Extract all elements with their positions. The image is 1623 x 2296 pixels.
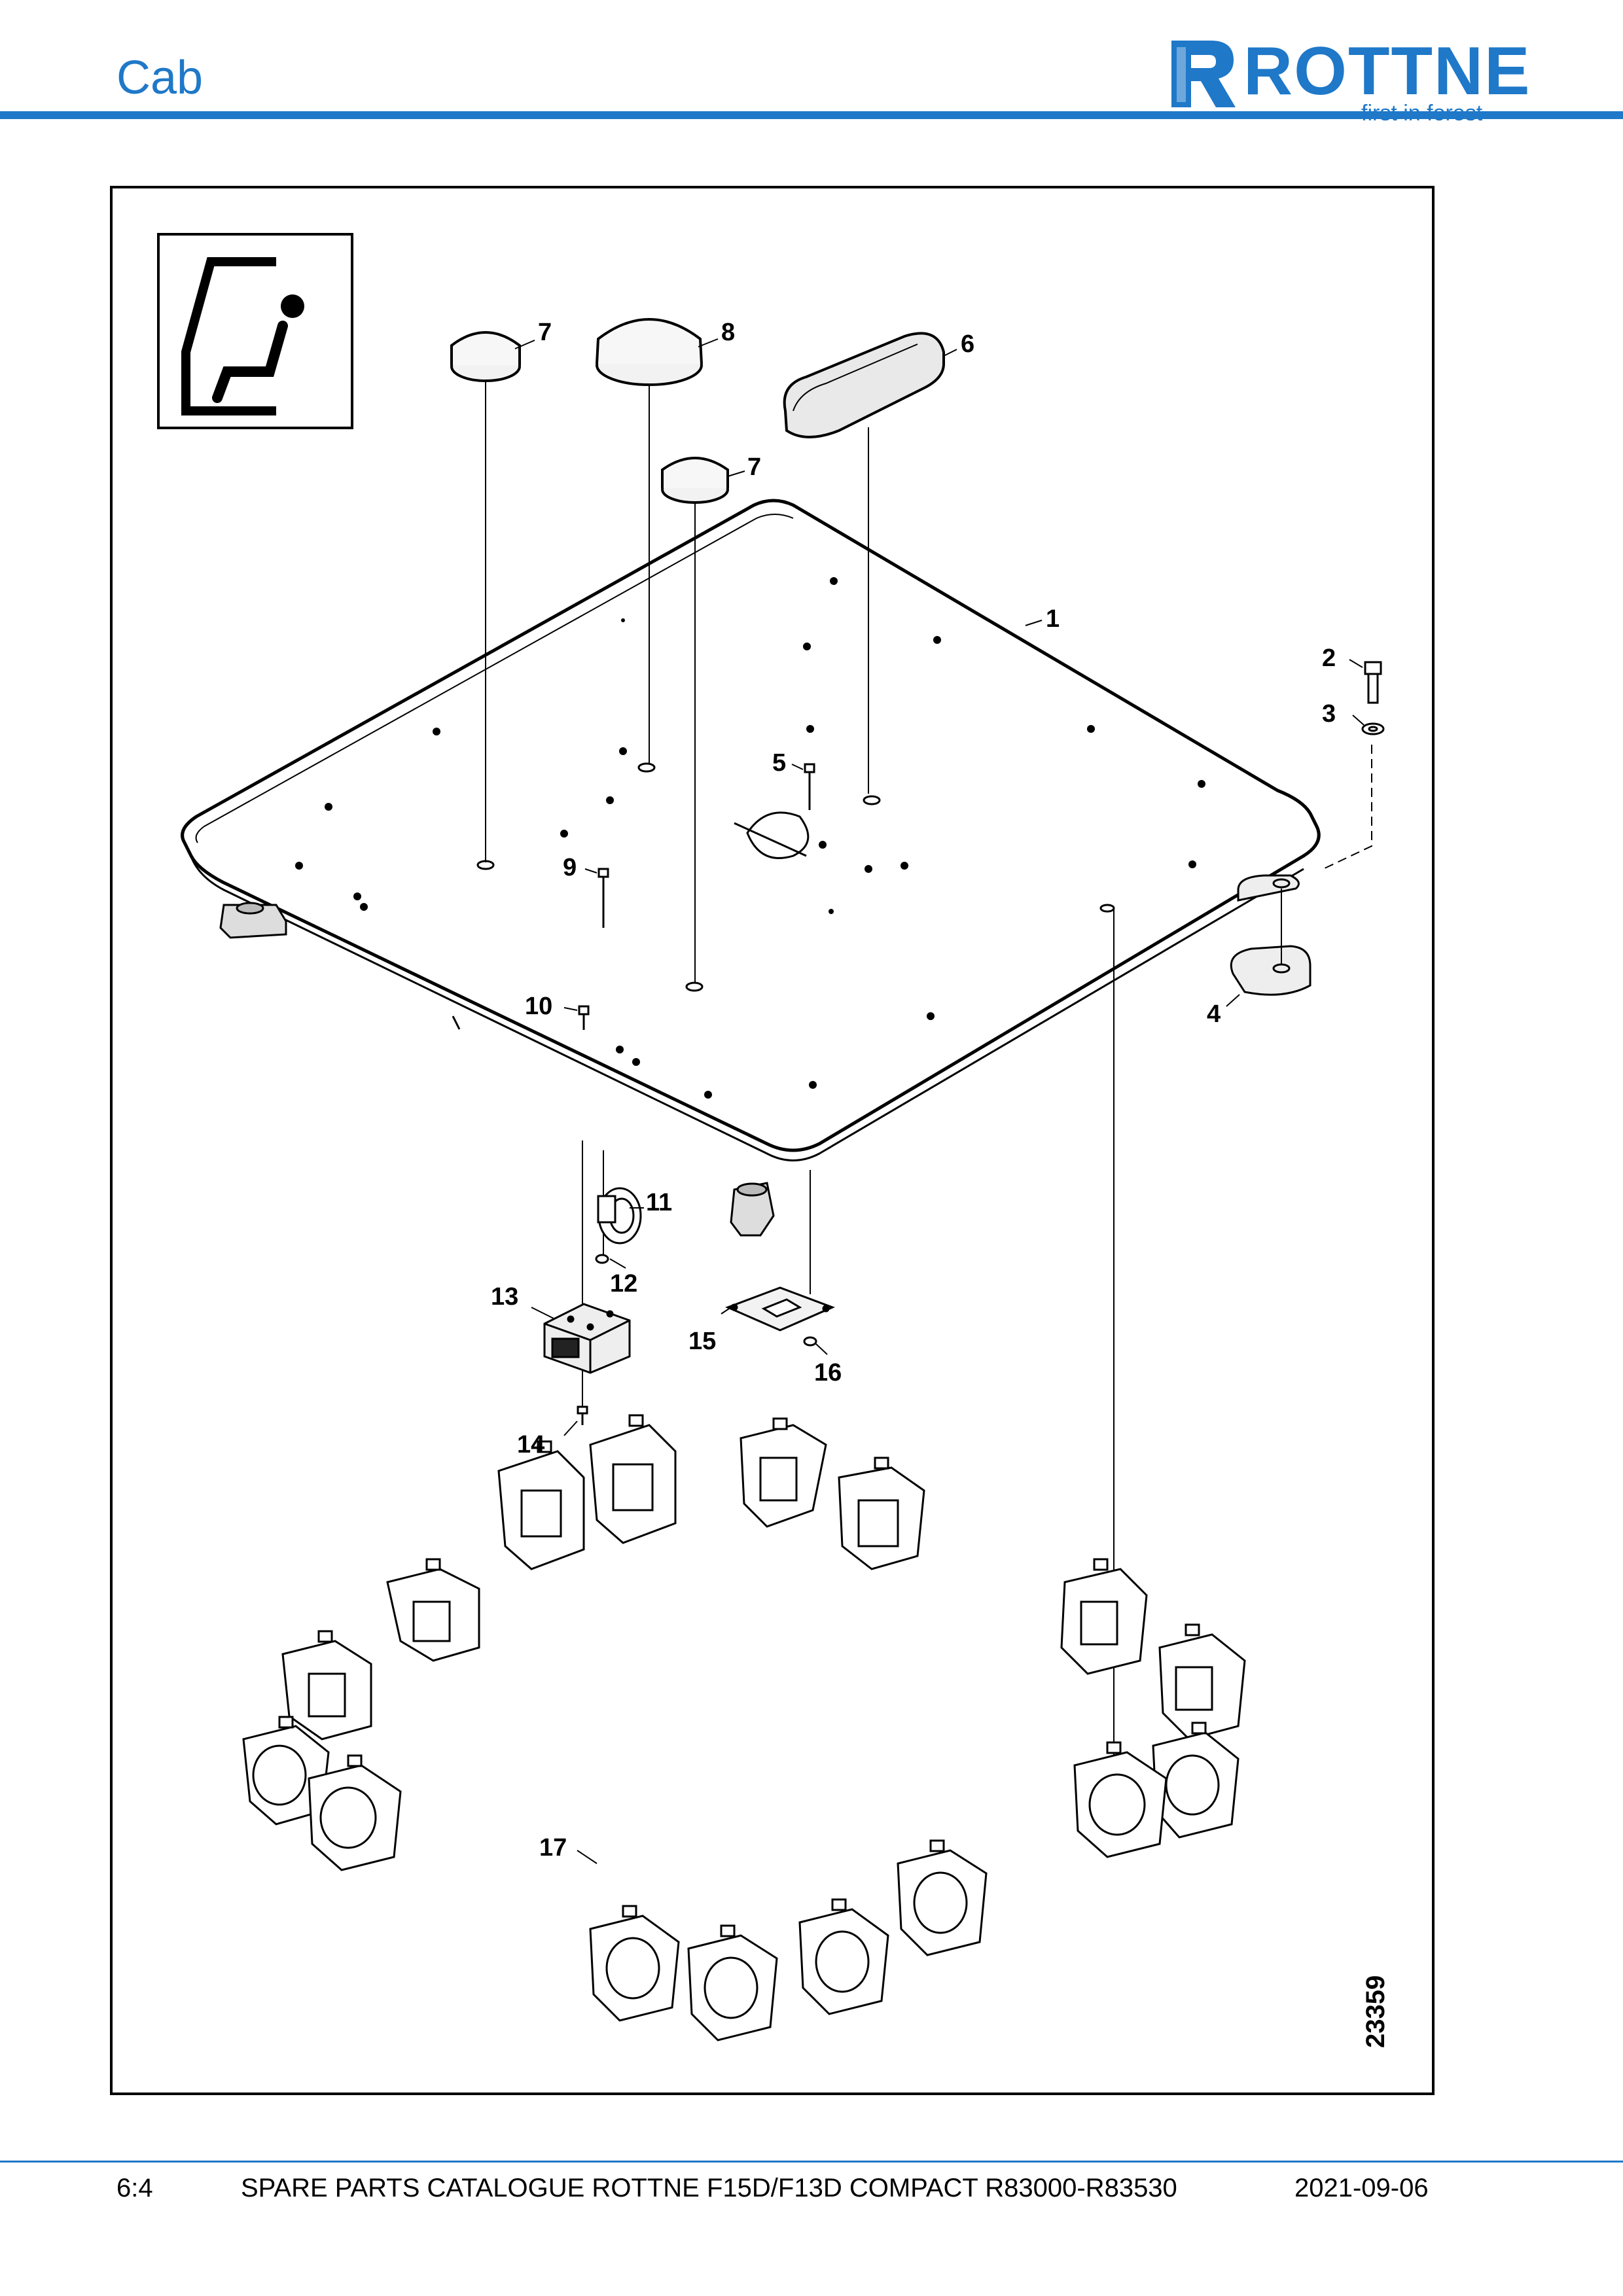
screw-14 bbox=[577, 1405, 588, 1425]
work-lights-17 bbox=[242, 1414, 1246, 2041]
callout-14: 14 bbox=[517, 1431, 544, 1458]
footer-catalogue-title: SPARE PARTS CATALOGUE ROTTNE F15D/F13D C… bbox=[241, 2174, 1177, 2202]
drawing-number: 23359 bbox=[1361, 1975, 1390, 2048]
bolt-5 bbox=[804, 763, 815, 810]
work-light bbox=[589, 1414, 677, 1544]
plate-holes bbox=[295, 577, 1205, 1099]
corner-foot-bottom bbox=[730, 1182, 775, 1237]
rottne-logo: ROTTNE first in forest bbox=[1165, 33, 1530, 126]
roof-plate bbox=[181, 499, 1321, 1161]
nut-12 bbox=[595, 1254, 609, 1264]
switch-box-13 bbox=[543, 1303, 631, 1374]
work-light bbox=[687, 1924, 778, 2041]
bolt-10 bbox=[578, 1005, 590, 1030]
callout-2: 2 bbox=[1322, 645, 1336, 672]
corner-foot-left bbox=[219, 902, 287, 939]
work-light bbox=[1073, 1741, 1168, 1858]
callout-5: 5 bbox=[772, 749, 786, 777]
callout-12: 12 bbox=[610, 1270, 637, 1298]
bolt-9 bbox=[597, 868, 609, 928]
screw-16 bbox=[803, 1336, 817, 1347]
callout-3: 3 bbox=[1322, 700, 1336, 728]
callout-1: 1 bbox=[1046, 605, 1060, 633]
dome-antenna-7a bbox=[450, 331, 521, 862]
work-light bbox=[1152, 1722, 1240, 1839]
header-rule bbox=[0, 111, 1623, 119]
plate-mount-holes bbox=[476, 762, 1115, 992]
callout-16: 16 bbox=[814, 1359, 842, 1386]
logo-wordmark: ROTTNE bbox=[1243, 33, 1531, 109]
work-light bbox=[740, 1417, 827, 1528]
roof-cutout bbox=[734, 811, 810, 859]
work-light bbox=[1060, 1558, 1148, 1675]
callout-4: 4 bbox=[1207, 1000, 1221, 1028]
cover-plate-15 bbox=[725, 1286, 835, 1332]
callout-6: 6 bbox=[961, 330, 974, 358]
exploded-view-diagram: 7 8 6 7 1 2 3 5 9 10 4 11 12 13 14 15 16… bbox=[157, 233, 1385, 2041]
bolt-2 bbox=[1361, 661, 1385, 735]
exploded-view-frame: 7 8 6 7 1 2 3 5 9 10 4 11 12 13 14 15 16… bbox=[110, 186, 1435, 2095]
seat-icon bbox=[157, 233, 353, 429]
work-light bbox=[798, 1898, 889, 2015]
work-light bbox=[281, 1630, 372, 1740]
dome-antenna-8 bbox=[596, 318, 703, 764]
work-light bbox=[497, 1440, 585, 1570]
footer-page-number: 6:4 bbox=[116, 2174, 153, 2202]
callout-7a: 7 bbox=[538, 319, 552, 346]
rubber-mount-4 bbox=[1230, 874, 1311, 996]
work-light bbox=[308, 1754, 402, 1871]
work-light bbox=[897, 1839, 988, 1956]
footer-date: 2021-09-06 bbox=[1294, 2174, 1429, 2202]
rottne-r-icon bbox=[1171, 41, 1236, 107]
dome-antenna-7b bbox=[661, 457, 729, 983]
work-light bbox=[386, 1558, 480, 1662]
callout-10: 10 bbox=[525, 993, 552, 1020]
callout-13: 13 bbox=[491, 1283, 518, 1311]
callout-15: 15 bbox=[688, 1328, 716, 1355]
page-title: Cab bbox=[116, 52, 204, 104]
work-light bbox=[242, 1716, 330, 1826]
leader-lines bbox=[514, 338, 1364, 1864]
shark-antenna-6 bbox=[783, 332, 945, 794]
callout-8: 8 bbox=[721, 319, 735, 346]
footer-rule bbox=[0, 2161, 1623, 2163]
horn-11 bbox=[597, 1187, 642, 1245]
callout-9: 9 bbox=[563, 854, 577, 881]
callout-17: 17 bbox=[539, 1834, 567, 1862]
work-light bbox=[838, 1457, 925, 1570]
work-light bbox=[589, 1905, 680, 2022]
work-light bbox=[1158, 1623, 1246, 1740]
callout-11: 11 bbox=[646, 1189, 672, 1216]
callout-7b: 7 bbox=[747, 453, 761, 481]
